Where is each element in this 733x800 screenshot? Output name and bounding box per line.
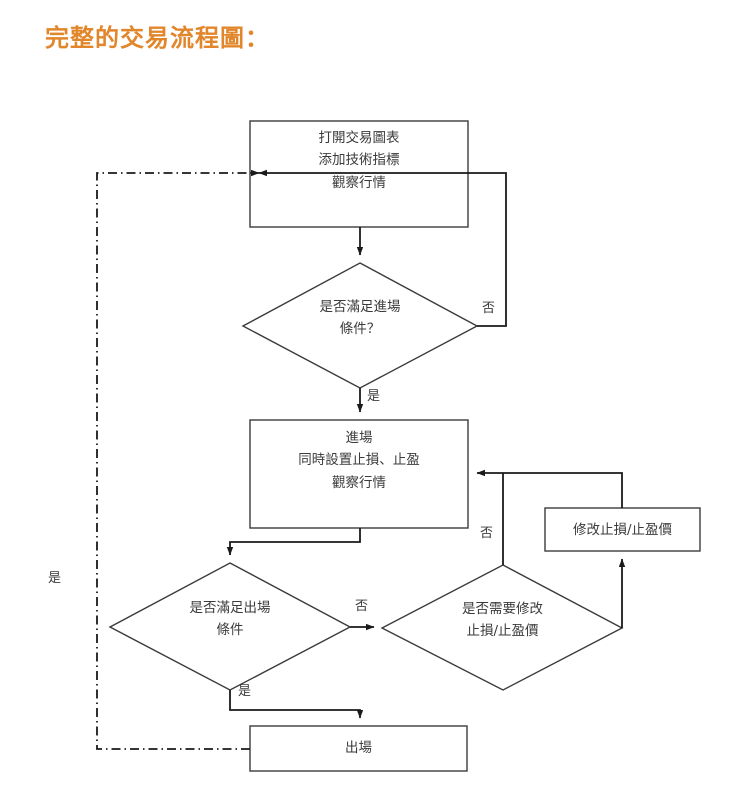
node-modify-condition-shape <box>380 564 624 691</box>
edge-exit-condition-yes <box>229 690 364 719</box>
node-exit-shape <box>249 725 468 772</box>
node-entry-condition-shape <box>241 262 479 389</box>
node-open-chart-shape <box>249 120 469 228</box>
node-entry-shape <box>249 419 469 529</box>
node-modify-price-shape <box>544 507 701 552</box>
node-exit-condition-shape <box>108 562 352 691</box>
edge-entry-condition-no-loop <box>258 169 507 327</box>
page-title: 完整的交易流程圖： <box>45 24 270 52</box>
edge-modify-to-entry <box>476 469 623 508</box>
edge-entry-to-exit-condition <box>226 528 361 556</box>
edge-exit-to-open-feedback <box>96 169 260 750</box>
